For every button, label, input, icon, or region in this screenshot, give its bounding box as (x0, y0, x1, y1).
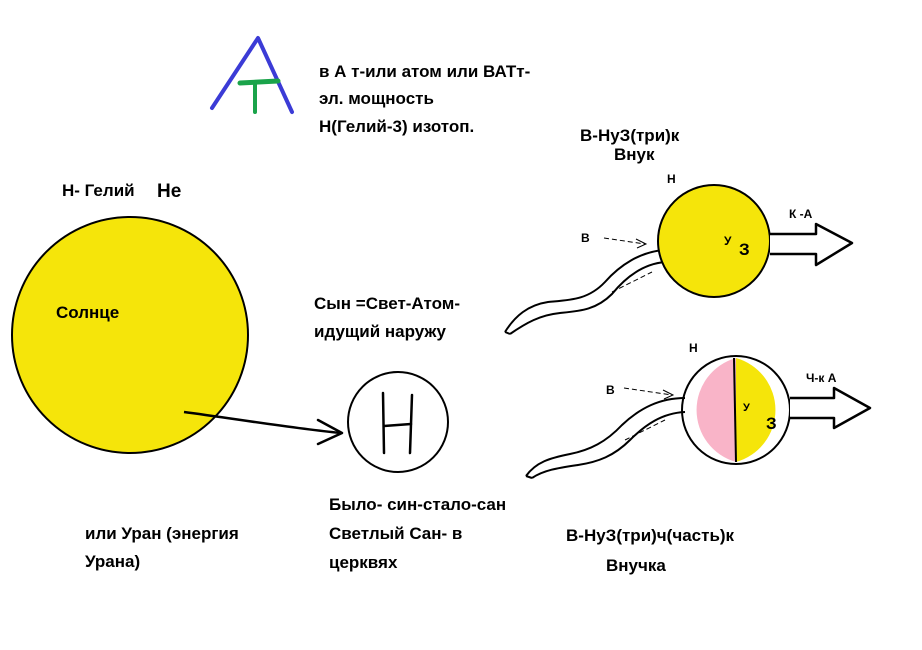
granddaughter-v-arrow (623, 387, 675, 400)
granddaughter-v-label: В (606, 383, 615, 397)
definition-line-3: Н(Гелий-3) изотоп. (319, 117, 475, 136)
sun-to-son-arrow (183, 410, 344, 446)
granddaughter-arrow-label: Ч-к А (806, 371, 837, 385)
son-text-line-1: Сын =Свет-Атом- (314, 294, 460, 313)
grandson-v-arrow (603, 237, 648, 249)
definition-line-2: эл. мощность (319, 89, 434, 108)
granddaughter-h-label: Н (689, 341, 698, 355)
sun-caption-line-2: Урана) (85, 552, 141, 571)
granddaughter-title: В-НуЗ(три)ч(часть)к (566, 526, 735, 545)
sun-caption-line-1: или Уран (энергия (85, 524, 239, 543)
sun-title: Н- Гелий (62, 181, 135, 200)
sun-title-suffix: Не (157, 181, 182, 202)
grandson-h-label: Н (667, 172, 676, 186)
granddaughter-right-arrow (790, 386, 872, 430)
son-below-line-2: Светлый Сан- в (329, 524, 463, 543)
atom-letter-icon (210, 36, 294, 114)
grandson-subtitle: Внук (614, 145, 655, 164)
granddaughter-u-label: У (743, 402, 750, 414)
grandson-arrow-label: К -А (789, 207, 813, 221)
grandson-u-label: У (724, 234, 732, 248)
son-below-line-3: церквях (329, 553, 398, 572)
grandson-title: В-НуЗ(три)к (580, 126, 680, 145)
definition-line-1: в А т-или атом или ВАТт- (319, 62, 531, 81)
grandson-circle (657, 184, 771, 298)
sun-circle (11, 216, 249, 454)
son-below-line-1: Было- син-стало-сан (329, 495, 507, 514)
son-text-line-2: идущий наружу (314, 322, 446, 341)
grandson-tail (504, 249, 666, 335)
grandson-right-arrow (770, 222, 854, 267)
son-circle (347, 371, 449, 473)
granddaughter-tail (525, 397, 686, 479)
sun-label: Солнце (56, 303, 120, 322)
grandson-v-label: В (581, 231, 590, 245)
son-h-glyph (381, 391, 414, 455)
granddaughter-subtitle: Внучка (606, 556, 666, 575)
granddaughter-z-label: З (766, 414, 777, 433)
granddaughter-circle (681, 355, 791, 465)
grandson-z-label: З (739, 240, 750, 259)
